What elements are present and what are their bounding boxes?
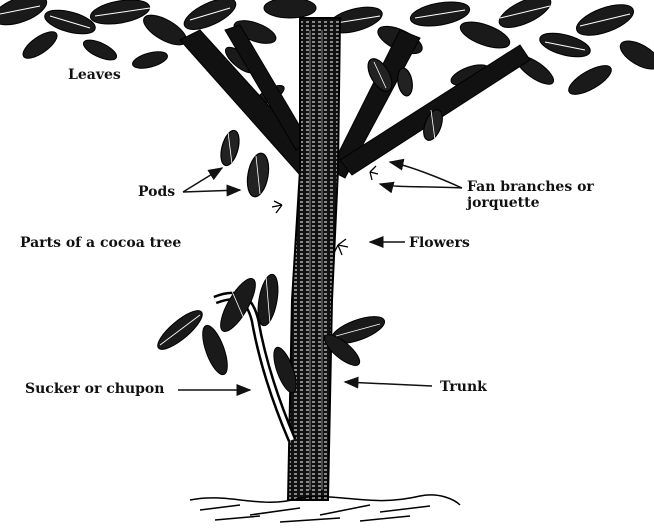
sucker-chupon: [153, 273, 388, 440]
flowers-label: Flowers: [409, 235, 470, 251]
leaves-label: Leaves: [68, 67, 121, 83]
sucker-chupon-label: Sucker or chupon: [25, 381, 164, 397]
trunk-shape: [288, 18, 340, 500]
fan-branches-label: Fan branches or jorquette: [467, 179, 594, 211]
diagram-title: Parts of a cocoa tree: [20, 235, 181, 251]
pods-label: Pods: [138, 184, 175, 200]
trunk-label: Trunk: [440, 379, 487, 395]
